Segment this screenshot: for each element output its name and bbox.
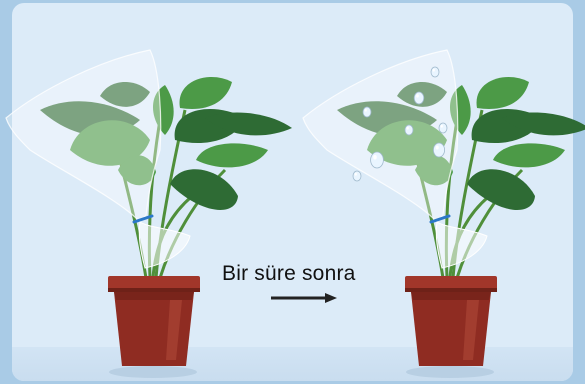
- leaves-open: [153, 77, 292, 210]
- pot-body: [114, 292, 194, 366]
- pot-rim: [108, 276, 200, 290]
- leaves-open: [450, 77, 585, 210]
- pot-shadow: [109, 366, 197, 378]
- plastic-bag: [6, 50, 161, 222]
- pot-shadow: [406, 366, 494, 378]
- plant-before: [0, 0, 300, 384]
- caption-text: Bir süre sonra: [222, 262, 356, 286]
- plant-after: [297, 0, 585, 384]
- right-arrow-icon: [271, 290, 339, 306]
- pot-body: [411, 292, 491, 366]
- pot-rim: [405, 276, 497, 290]
